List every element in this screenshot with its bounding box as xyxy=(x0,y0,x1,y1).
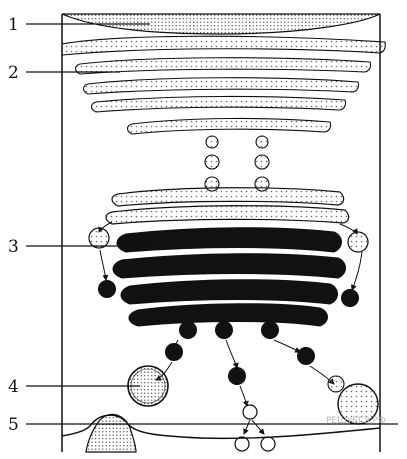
golgi-dark-cisternae xyxy=(113,228,346,326)
golgi-cis-cisternae xyxy=(106,188,349,224)
small-vesicles xyxy=(235,405,275,451)
transport-vesicles xyxy=(205,136,269,191)
label-5: 5 xyxy=(8,415,19,435)
label-3: 3 xyxy=(8,237,19,257)
label-4: 4 xyxy=(8,377,19,397)
label-2: 2 xyxy=(8,63,19,83)
small-vesicle-arrows xyxy=(244,420,264,434)
label-1: 1 xyxy=(8,15,19,35)
watermark: РЕШУЕГЭ.РФ xyxy=(326,416,386,426)
exocytosis-bulge xyxy=(86,414,136,452)
endoplasmic-reticulum xyxy=(62,36,385,134)
